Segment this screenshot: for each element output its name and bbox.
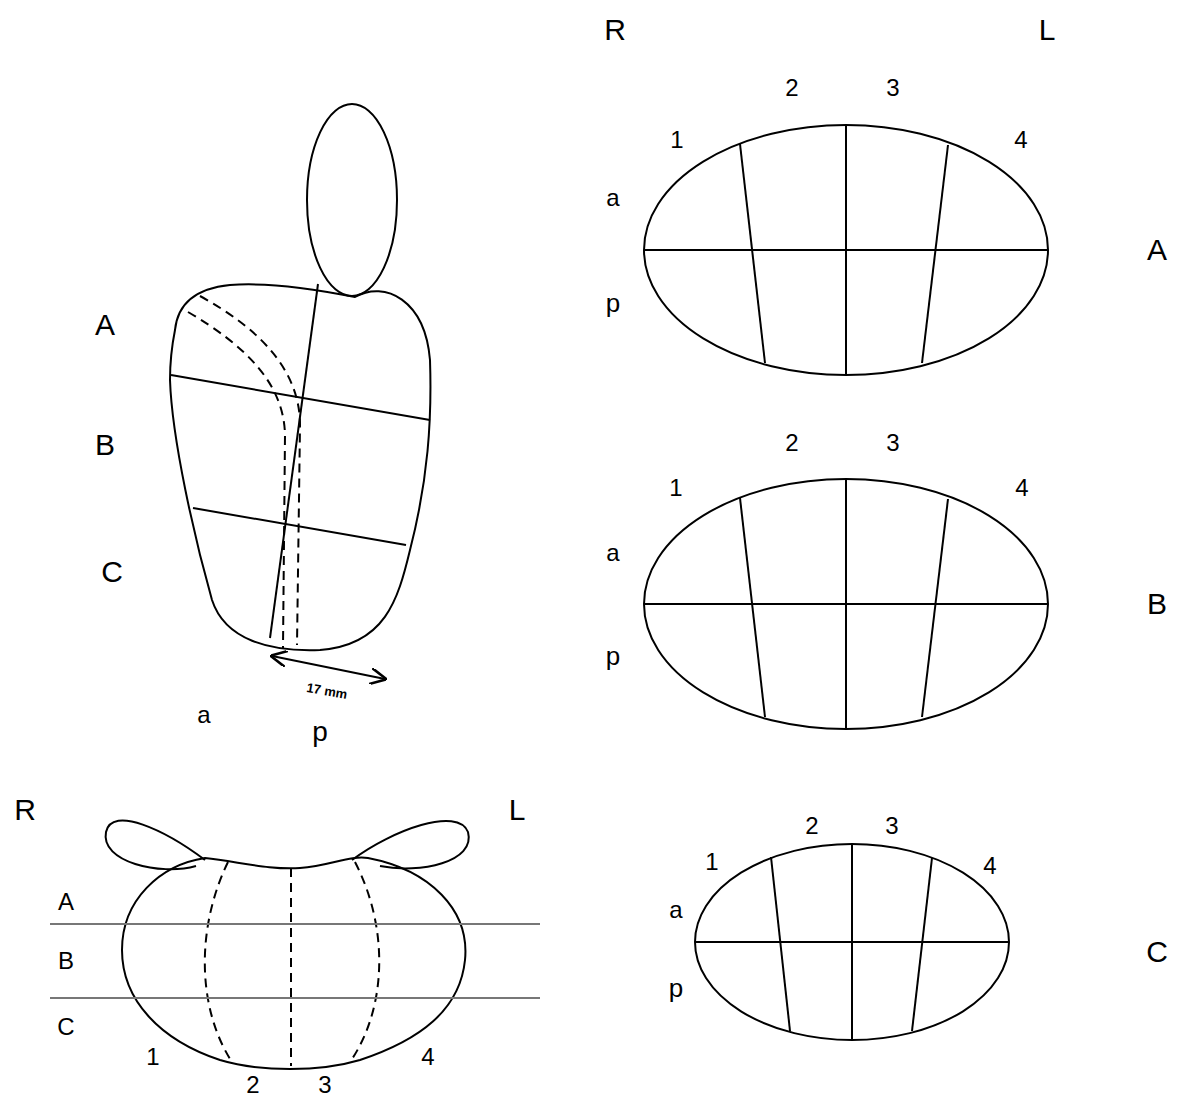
part-label: p (606, 290, 620, 316)
section-outline (695, 844, 1009, 1040)
part-label: 3 (885, 814, 898, 838)
prostate-outline (170, 284, 430, 650)
part-label: a (606, 541, 619, 565)
zone-line (771, 857, 790, 1031)
part-label: C (57, 1015, 74, 1039)
part-label: a (197, 703, 210, 727)
part-label: 4 (421, 1045, 434, 1069)
part-label: 2 (246, 1073, 259, 1097)
part-label: a (606, 186, 619, 210)
part-label: 3 (318, 1073, 331, 1097)
part-label: B (58, 949, 74, 973)
part-label: L (509, 795, 526, 825)
part-label: 3 (886, 431, 899, 455)
part-label: A (58, 890, 74, 914)
part-label: 1 (670, 128, 683, 152)
part-label: 1 (705, 850, 718, 874)
prostate-outline (122, 857, 465, 1069)
level-line (50, 997, 540, 999)
part-label: 4 (1015, 476, 1028, 500)
part-label: 2 (785, 76, 798, 100)
part-label: R (604, 15, 626, 45)
part-label: C (101, 557, 123, 587)
zone-line (912, 858, 932, 1031)
part-label: 3 (886, 76, 899, 100)
part-label: 2 (805, 814, 818, 838)
part-label: p (669, 975, 683, 1001)
zone-line (922, 499, 948, 717)
bladder-outline (307, 104, 397, 296)
zone-line (845, 479, 847, 729)
part-label: 4 (1014, 128, 1027, 152)
urethra-dashed (188, 312, 285, 648)
part-label: 4 (983, 854, 996, 878)
part-label: L (1039, 15, 1056, 45)
zone-line (205, 862, 232, 1062)
dimension-arrow (272, 656, 385, 679)
zone-line (350, 862, 379, 1062)
part-label: 2 (785, 431, 798, 455)
zone-line (845, 125, 847, 375)
part-label: p (606, 643, 620, 669)
part-label: A (95, 310, 115, 340)
zone-line (740, 498, 765, 717)
level-line (50, 923, 540, 925)
part-label: C (1146, 937, 1168, 967)
part-label: A (1147, 235, 1167, 265)
zone-line (740, 144, 765, 363)
zone-line (851, 844, 853, 1040)
zone-line (922, 145, 948, 363)
zone-line (270, 284, 318, 638)
zone-line (290, 868, 292, 1066)
part-label: B (95, 430, 115, 460)
part-label: 1 (146, 1045, 159, 1069)
part-label: 1 (669, 476, 682, 500)
section-outline (644, 125, 1048, 375)
part-label: a (669, 898, 682, 922)
seminal-vesicle (352, 821, 469, 869)
part-label: B (1147, 589, 1167, 619)
dimension-label: 17 mm (306, 681, 349, 701)
section-outline (644, 479, 1048, 729)
part-label: p (312, 718, 328, 746)
part-label: R (14, 795, 36, 825)
